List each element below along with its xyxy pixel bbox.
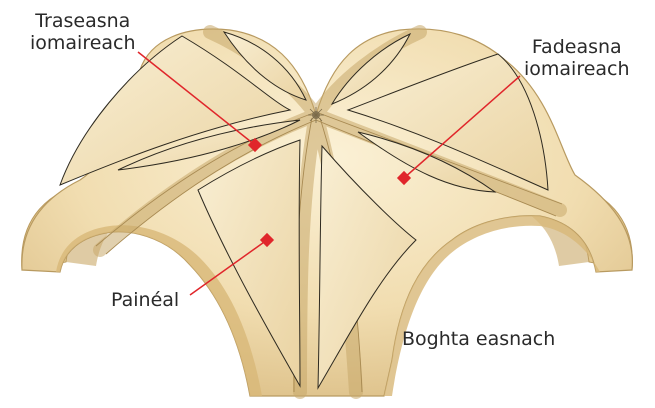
- label-transverse-rib-line2: iomaireach: [30, 32, 136, 54]
- label-diagonal-rib-line1: Fadeasna: [524, 36, 630, 58]
- label-transverse-rib: Traseasna iomaireach: [30, 10, 136, 54]
- keystone-star: [308, 107, 324, 123]
- label-panel: Painéal: [111, 289, 179, 311]
- label-ribbed-vault: Boghta easnach: [402, 328, 555, 350]
- label-diagonal-rib: Fadeasna iomaireach: [524, 36, 630, 80]
- label-transverse-rib-line1: Traseasna: [30, 10, 136, 32]
- label-diagonal-rib-line2: iomaireach: [524, 58, 630, 80]
